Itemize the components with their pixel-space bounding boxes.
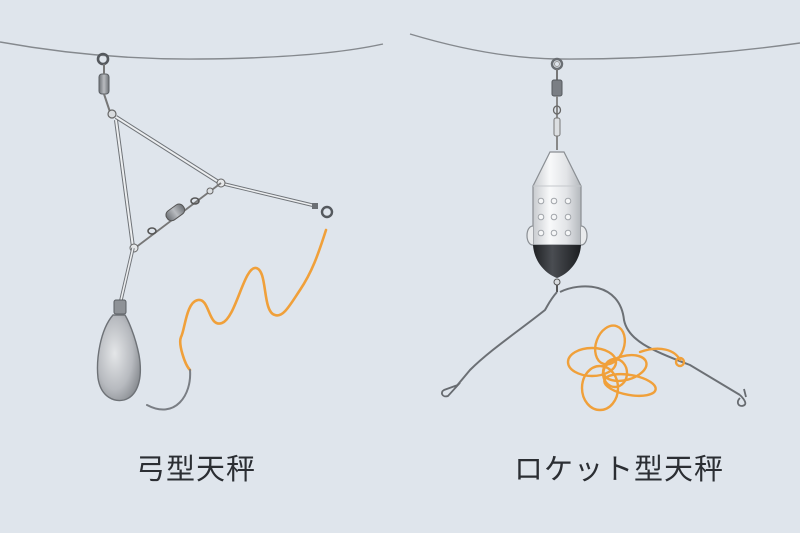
teardrop-sinker-icon bbox=[96, 314, 142, 402]
swivel-icon bbox=[551, 79, 563, 97]
wire-arm-right bbox=[559, 285, 741, 396]
top-ring-icon bbox=[550, 57, 564, 71]
rocket-sinker-icon bbox=[526, 151, 588, 278]
right-rig bbox=[409, 33, 800, 412]
hook-icon bbox=[736, 388, 747, 407]
main-line-right bbox=[409, 33, 800, 60]
swivel-icon bbox=[98, 73, 110, 95]
left-rig bbox=[0, 41, 384, 411]
main-line-left bbox=[0, 41, 384, 60]
orange-leader-tangled bbox=[566, 324, 686, 412]
arm-eye-icon bbox=[320, 205, 334, 219]
snap-icon bbox=[441, 383, 461, 398]
orange-leader-wavy bbox=[179, 228, 328, 372]
panel-label-yumigata: 弓型天秤 bbox=[136, 452, 257, 486]
panel-label-rocket: ロケット型天秤 bbox=[514, 452, 725, 486]
wire-arm-left bbox=[454, 291, 558, 389]
